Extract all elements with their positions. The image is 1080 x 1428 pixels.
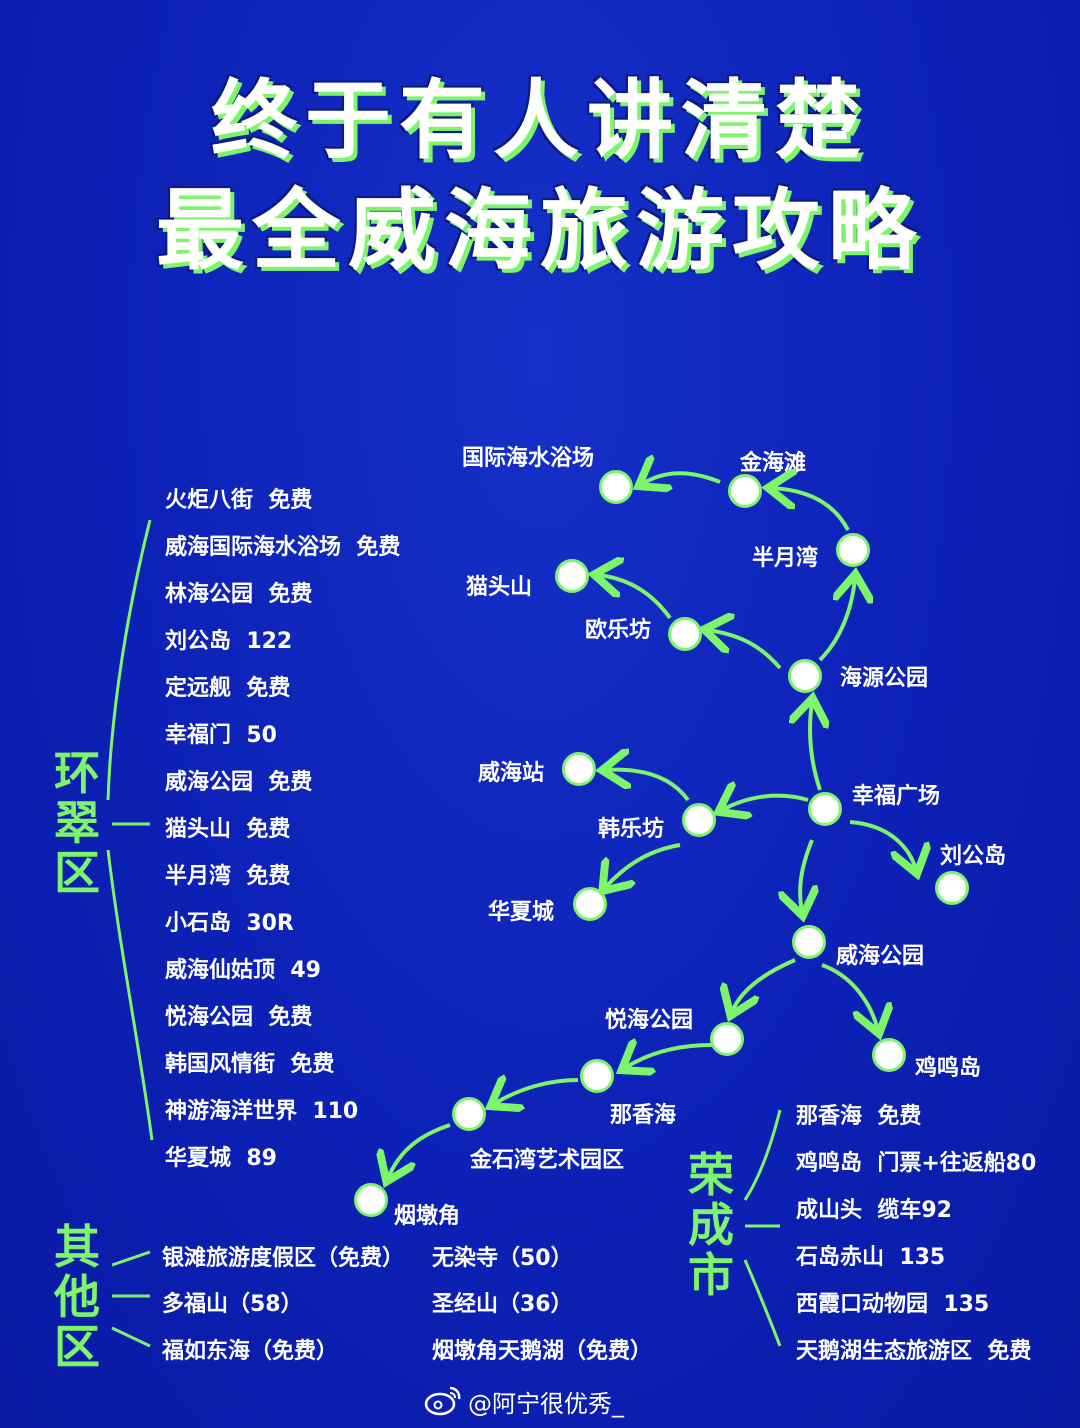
list-item: 无染寺（50） [432, 1246, 573, 1271]
node-label-guoji: 国际海水浴场 [462, 446, 595, 471]
list-item: 半月湾 免费 [165, 864, 291, 889]
list-item: 圣经山（36） [432, 1292, 573, 1317]
list-item: 西霞口动物园 135 [796, 1292, 990, 1317]
node-label-maotoushan: 猫头山 [466, 575, 533, 600]
route-node [555, 559, 589, 593]
list-item: 那香海 免费 [796, 1104, 922, 1129]
title-line-2: 最全威海旅游攻略 [155, 179, 924, 282]
node-label-haiyuan: 海源公园 [840, 666, 929, 691]
route-node [354, 1183, 388, 1217]
list-item: 韩国风情街 免费 [165, 1052, 335, 1077]
node-label-yandunjiao: 烟墩角 [394, 1204, 461, 1229]
route-node [808, 792, 842, 826]
list-item: 刘公岛 122 [165, 629, 293, 654]
node-label-jinshiwan: 金石湾艺术园区 [470, 1148, 625, 1173]
node-label-jinhaitan: 金海滩 [740, 451, 807, 476]
list-item: 猫头山 免费 [165, 817, 291, 842]
route-node [836, 533, 870, 567]
route-node [599, 470, 633, 504]
node-label-weihaigongyuan: 威海公园 [836, 944, 925, 969]
list-item: 鸡鸣岛 门票+往返船80 [796, 1151, 1037, 1176]
list-item: 火炬八街 免费 [165, 488, 313, 513]
route-node [668, 617, 702, 651]
node-label-hanlefang: 韩乐坊 [598, 817, 665, 842]
list-item: 神游海洋世界 110 [165, 1099, 359, 1124]
list-item: 威海国际海水浴场 免费 [165, 535, 401, 560]
region-label-huancui: 环翠区 [54, 746, 100, 900]
route-node [792, 925, 826, 959]
list-item: 幸福门 50 [165, 723, 277, 748]
weibo-icon [424, 1386, 461, 1416]
route-node [682, 803, 716, 837]
region-label-other: 其他区 [54, 1220, 100, 1374]
node-label-weihaizhan: 威海站 [478, 761, 545, 786]
route-node [710, 1022, 744, 1056]
node-label-xingfu: 幸福广场 [852, 784, 941, 809]
node-label-huaxiacheng: 华夏城 [488, 900, 555, 925]
list-item: 福如东海（免费） [162, 1339, 339, 1364]
list-item: 华夏城 89 [165, 1146, 277, 1171]
list-item: 成山头 缆车92 [796, 1198, 952, 1223]
node-label-oulefang: 欧乐坊 [585, 618, 652, 643]
list-item: 银滩旅游度假区（免费） [162, 1246, 405, 1271]
route-node [573, 887, 607, 921]
watermark: @阿宁很优秀_ [468, 1390, 624, 1418]
route-node [580, 1059, 614, 1093]
list-item: 威海公园 免费 [165, 770, 313, 795]
list-item: 威海仙姑顶 49 [165, 958, 321, 983]
route-node [728, 474, 762, 508]
list-item: 小石岛 30R [165, 911, 294, 936]
list-item: 林海公园 免费 [165, 582, 313, 607]
list-item: 定远舰 免费 [165, 676, 291, 701]
list-item: 烟墩角天鹅湖（免费） [432, 1339, 653, 1364]
list-item: 多福山（58） [162, 1292, 303, 1317]
list-item: 天鹅湖生态旅游区 免费 [796, 1339, 1032, 1364]
node-label-yuehai: 悦海公园 [605, 1008, 694, 1033]
route-node [562, 752, 596, 786]
route-node [872, 1038, 906, 1072]
node-label-banyuewan: 半月湾 [752, 546, 819, 571]
list-item: 石岛赤山 135 [796, 1245, 946, 1270]
list-item: 悦海公园 免费 [165, 1005, 313, 1030]
title-line-1: 终于有人讲清楚 [211, 71, 869, 171]
route-node [452, 1097, 486, 1131]
region-label-rongcheng: 荣成市 [688, 1148, 734, 1302]
node-label-naxianghai: 那香海 [610, 1103, 677, 1128]
route-node [935, 871, 969, 905]
node-label-liugongdao: 刘公岛 [940, 844, 1007, 869]
node-label-jimingdao: 鸡鸣岛 [915, 1056, 982, 1081]
route-node [788, 659, 822, 693]
